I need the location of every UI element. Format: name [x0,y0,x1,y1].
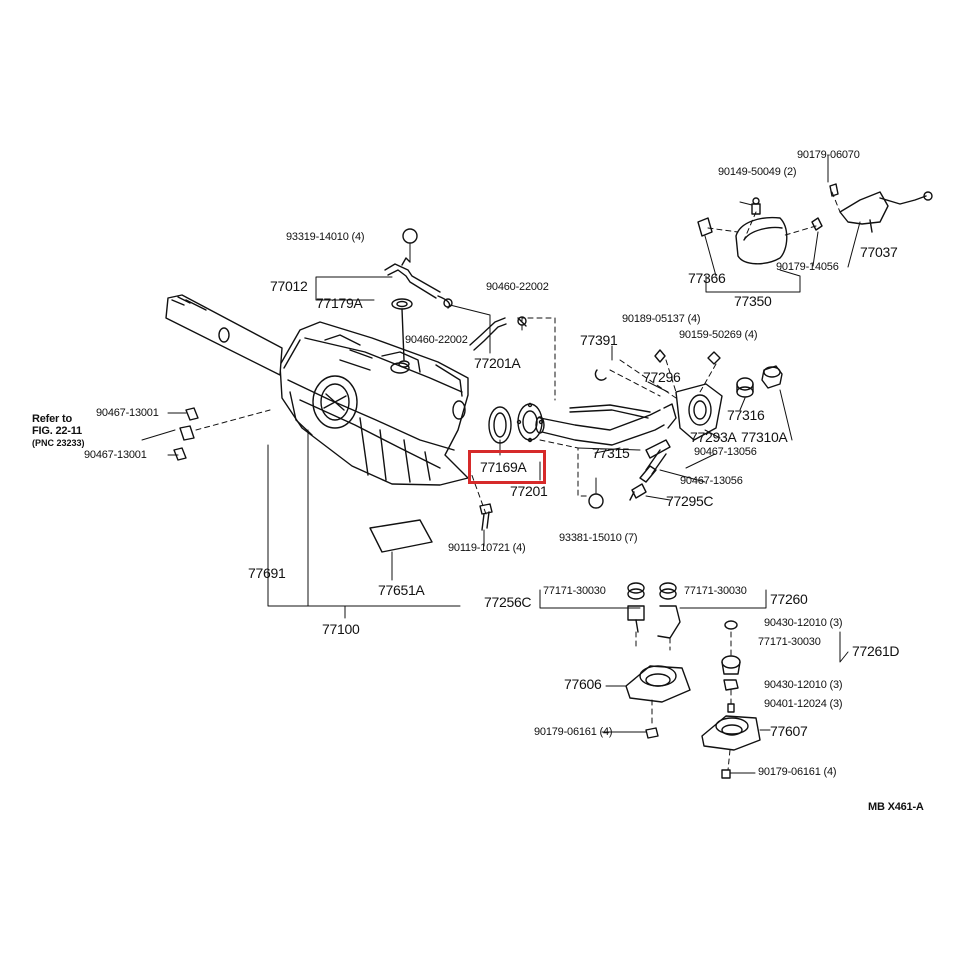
filler-gasket [488,406,512,444]
dashed-connectors [195,191,841,771]
label-77260: 77260 [770,591,808,607]
filler-pipe [535,403,677,446]
label-77169A: 77169A [480,459,527,475]
label-77296: 77296 [643,369,681,385]
label-77310A: 77310A [741,429,788,445]
reference-line3: (PNC 23233) [32,438,85,448]
label-90467-13056-upper: 90467-13056 [694,446,757,458]
label-93319-14010: 93319-14010 (4) [286,231,365,243]
label-77366: 77366 [688,270,726,286]
label-90179-06161-left: 90179-06161 (4) [534,726,613,738]
label-77100: 77100 [322,621,360,637]
label-90149-50049: 90149-50049 (2) [718,166,797,178]
label-90467-13001-lower: 90467-13001 [84,449,147,461]
label-77261D: 77261D [852,643,900,659]
breather-hose [629,439,671,501]
sender-gasket-plate [369,519,433,553]
reference-line2: FIG. 22-11 [32,425,82,437]
label-77171-30030-left: 77171-30030 [543,585,606,597]
highlight-frame [468,450,546,484]
label-90179-06161-right: 90179-06161 (4) [758,766,837,778]
label-90467-13001-upper: 90467-13001 [96,407,159,419]
drawing-code: MB X461-A [868,801,924,813]
label-77179A: 77179A [316,295,363,311]
label-90467-13056-lower: 90467-13056 [680,475,743,487]
label-90430-12010-upper: 90430-12010 (3) [764,617,843,629]
label-77295C: 77295C [666,493,714,509]
label-77201A: 77201A [474,355,521,371]
label-90119-10721: 90119-10721 (4) [448,542,526,554]
tank-band-bracket-77606 [625,665,691,739]
tank-band-bracket-77607 [701,715,761,779]
label-77256C: 77256C [484,594,532,610]
label-77316: 77316 [727,407,765,423]
label-77293A: 77293A [690,429,737,445]
label-77171-30030-lower: 77171-30030 [758,636,821,648]
label-77350: 77350 [734,293,772,309]
label-90401-12024: 90401-12024 (3) [764,698,843,710]
label-77606: 77606 [564,676,602,692]
label-77651A: 77651A [378,582,425,598]
label-77037: 77037 [860,244,898,260]
label-90179-14056: 90179-14056 [776,261,839,273]
reference-line1: Refer to [32,413,72,425]
label-77691: 77691 [248,565,286,581]
label-77391: 77391 [580,332,618,348]
vent-tubing [384,257,527,368]
label-90460-22002-lower: 90460-22002 [405,334,468,346]
label-77315: 77315 [592,445,630,461]
label-93381-15010: 93381-15010 (7) [559,532,638,544]
label-90430-12010-lower: 90430-12010 (3) [764,679,843,691]
clamps-left [173,407,199,461]
tank-protector-plate [165,294,283,376]
label-77607: 77607 [770,723,808,739]
label-77171-30030-right: 77171-30030 [684,585,747,597]
label-90189-05137: 90189-05137 (4) [622,313,701,325]
label-90460-22002-upper: 90460-22002 [486,281,549,293]
label-90159-50269: 90159-50269 (4) [679,329,758,341]
filler-inlet-box [594,349,783,441]
label-77201: 77201 [510,483,548,499]
label-90179-06070: 90179-06070 [797,149,860,161]
bolt-90119 [479,503,493,531]
tank-cushions [627,582,741,713]
fuel-tank [279,321,469,486]
filler-neck-plate [516,402,544,443]
label-77012: 77012 [270,278,308,294]
